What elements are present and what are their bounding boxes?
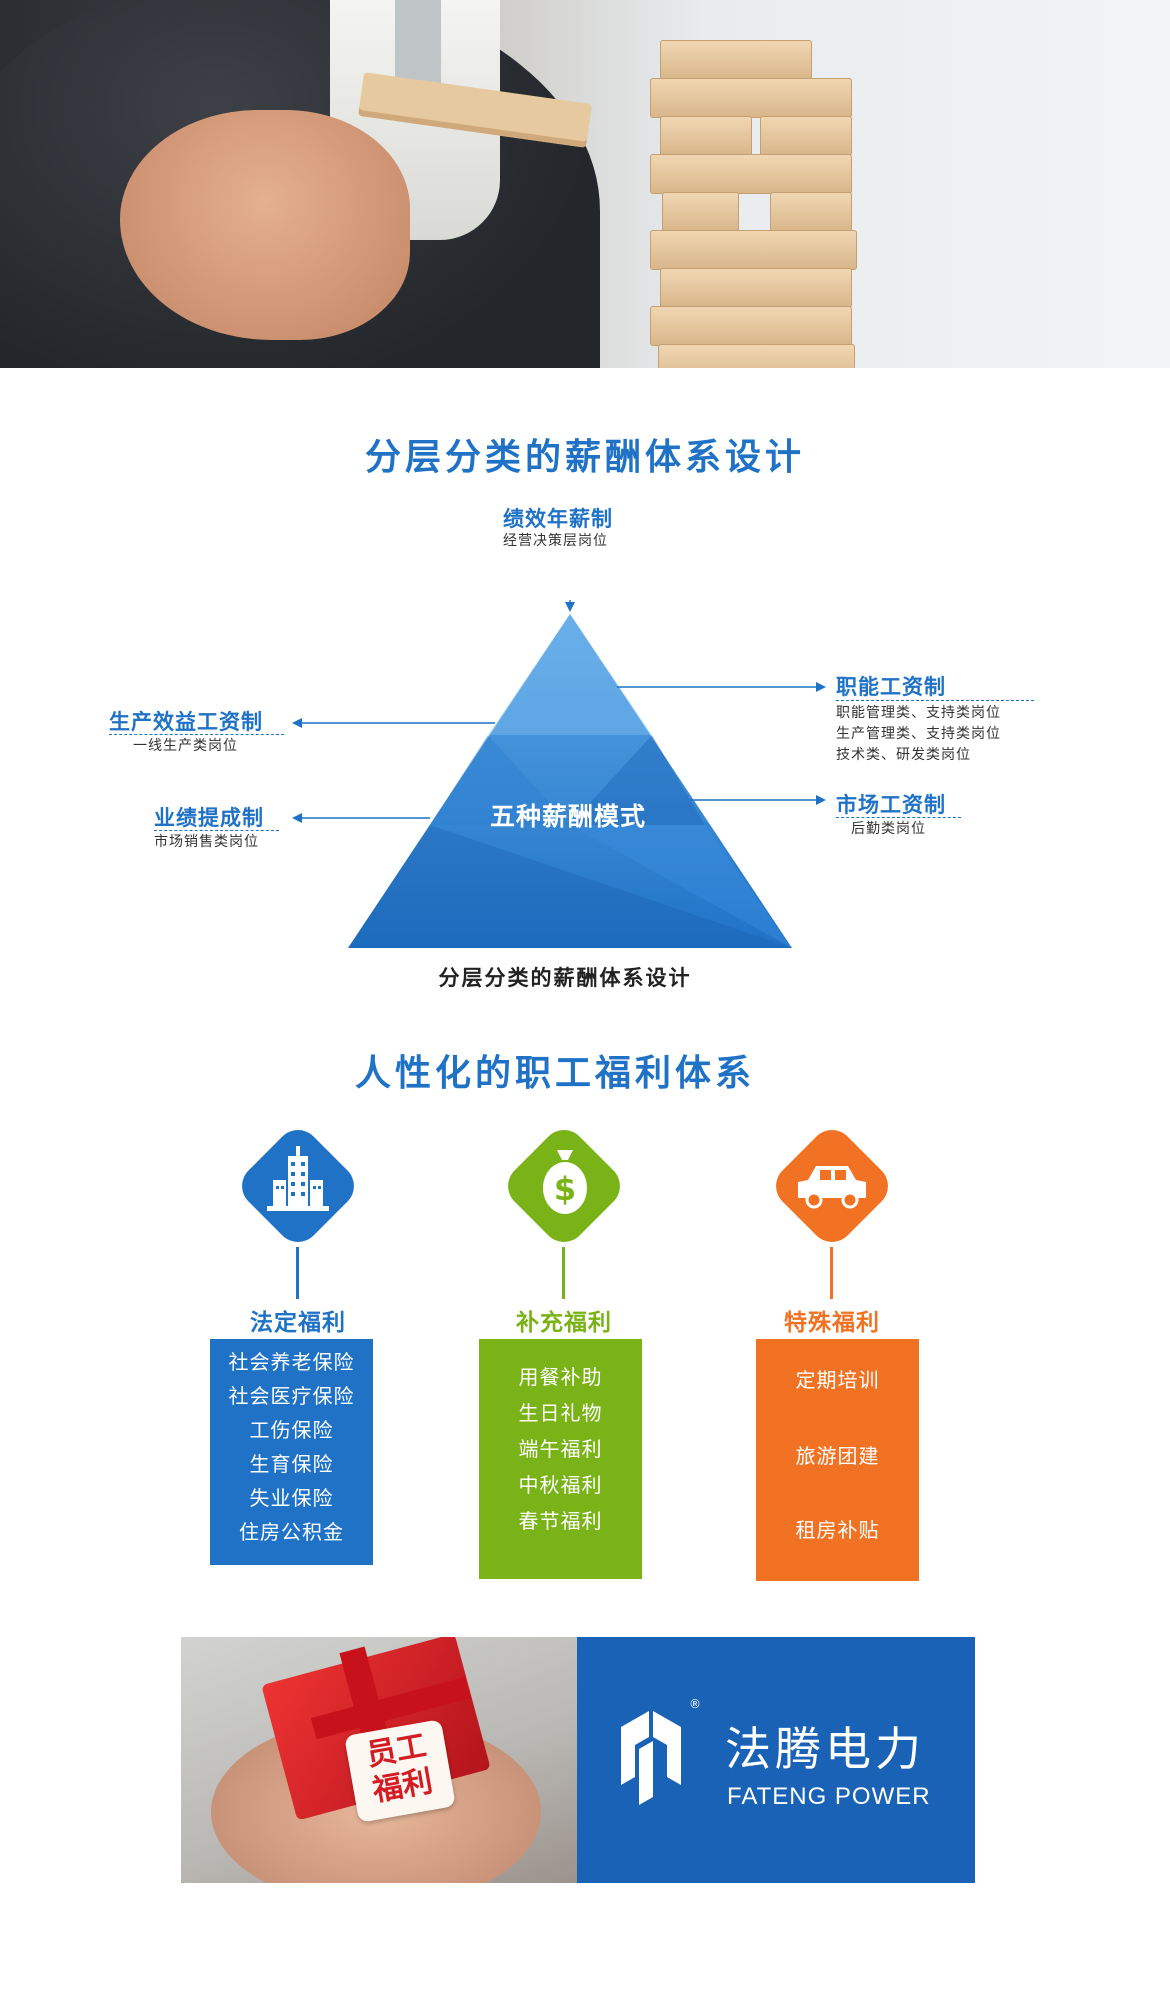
- welfare-title-special: 特殊福利: [784, 1310, 880, 1336]
- welfare-item: 生日礼物: [518, 1401, 603, 1425]
- hero-photo: [0, 0, 1170, 368]
- welfare-item: 定期培训: [795, 1368, 880, 1392]
- money-bag-icon: $: [543, 1150, 587, 1214]
- label-function-salary-sub-1: 职能管理类、支持类岗位: [836, 705, 1001, 721]
- connector-line: [830, 1247, 833, 1299]
- welfare-item: 租房补贴: [795, 1518, 880, 1542]
- underline: [836, 700, 1034, 701]
- pyramid-caption: 分层分类的薪酬体系设计: [438, 966, 692, 990]
- section-title-welfare: 人性化的职工福利体系: [354, 1053, 755, 1094]
- hand: [120, 110, 410, 340]
- label-function-salary-sub-3: 技术类、研发类岗位: [836, 747, 971, 763]
- welfare-list-supplementary: 用餐补助 生日礼物 端午福利 中秋福利 春节福利: [479, 1339, 642, 1579]
- label-performance-salary-sub: 经营决策层岗位: [503, 533, 608, 549]
- welfare-item: 社会医疗保险: [228, 1384, 355, 1408]
- welfare-item: 用餐补助: [518, 1365, 603, 1389]
- welfare-item: 失业保险: [249, 1486, 334, 1510]
- jenga-tower: [650, 40, 860, 368]
- label-production-salary: 生产效益工资制: [109, 710, 263, 734]
- section-title-salary: 分层分类的薪酬体系设计: [364, 437, 805, 478]
- connector-line: [296, 1247, 299, 1299]
- welfare-title-legal: 法定福利: [250, 1310, 346, 1336]
- label-commission: 业绩提成制: [154, 806, 264, 830]
- underline: [836, 817, 961, 818]
- underline: [109, 734, 284, 735]
- label-function-salary: 职能工资制: [836, 675, 946, 699]
- label-market-salary-sub: 后勤类岗位: [851, 821, 926, 837]
- label-performance-salary: 绩效年薪制: [503, 507, 613, 531]
- brand-banner: ® 法腾电力 FATENG POWER: [577, 1637, 975, 1883]
- pyramid-diagram: [292, 600, 826, 948]
- welfare-list-legal: 社会养老保险 社会医疗保险 工伤保险 生育保险 失业保险 住房公积金: [210, 1339, 373, 1565]
- brand-name-cn: 法腾电力: [725, 1722, 925, 1776]
- gift-tag: 员工 福利: [344, 1719, 456, 1823]
- registered-mark: ®: [689, 1697, 701, 1711]
- welfare-item: 端午福利: [518, 1437, 603, 1461]
- label-production-salary-sub: 一线生产类岗位: [133, 738, 238, 754]
- gift-photo: 员工 福利: [181, 1637, 577, 1883]
- welfare-item: 工伤保险: [249, 1418, 334, 1442]
- svg-text:$: $: [554, 1170, 576, 1208]
- welfare-item: 春节福利: [518, 1509, 603, 1533]
- welfare-list-special: 定期培训 旅游团建 租房补贴: [756, 1339, 919, 1581]
- welfare-item: 生育保险: [249, 1452, 334, 1476]
- connector-line: [562, 1247, 565, 1299]
- fateng-logo-icon: [621, 1711, 681, 1805]
- pyramid-shape: [348, 614, 792, 948]
- brand-name-en: FATENG POWER: [727, 1783, 931, 1810]
- welfare-item: 住房公积金: [239, 1520, 344, 1544]
- pyramid-center-label: 五种薪酬模式: [489, 802, 646, 831]
- building-icon: [267, 1146, 329, 1211]
- car-icon: [798, 1166, 866, 1209]
- welfare-item: 中秋福利: [518, 1473, 603, 1497]
- welfare-title-supplementary: 补充福利: [516, 1310, 612, 1336]
- welfare-item: 旅游团建: [795, 1444, 880, 1468]
- label-market-salary: 市场工资制: [836, 793, 946, 817]
- label-function-salary-sub-2: 生产管理类、支持类岗位: [836, 726, 1001, 742]
- welfare-item: 社会养老保险: [228, 1350, 355, 1374]
- underline: [154, 830, 279, 831]
- label-commission-sub: 市场销售类岗位: [154, 834, 259, 850]
